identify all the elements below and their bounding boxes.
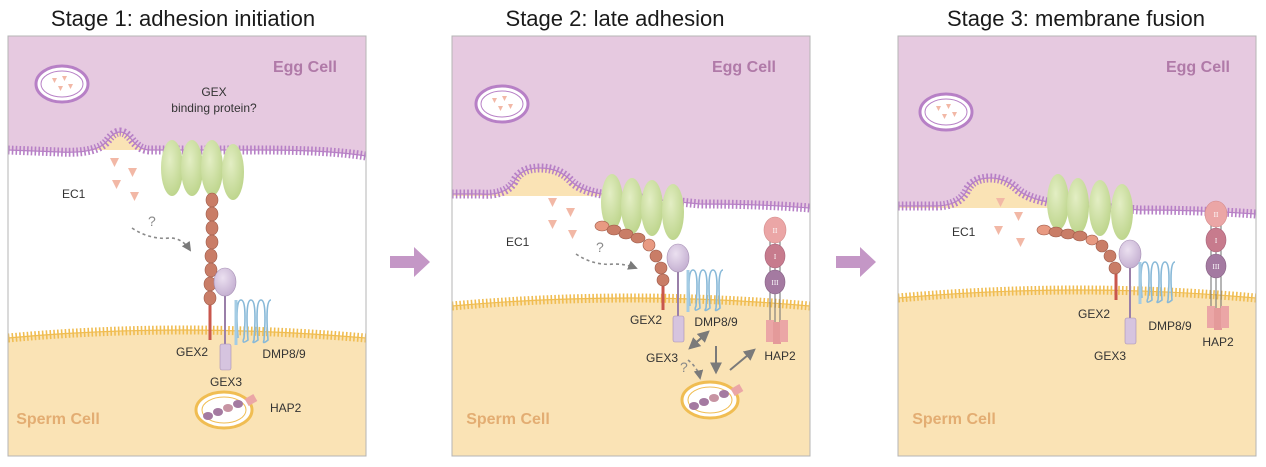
question-mark: ? — [596, 239, 604, 255]
gex-binding-protein — [161, 140, 244, 200]
egg-cell-label: Egg Cell — [1166, 59, 1230, 76]
sperm-cell-label: Sperm Cell — [912, 411, 996, 428]
gex-binding-protein — [1047, 174, 1133, 240]
sperm-membrane-core — [897, 289, 1257, 299]
gex2-protein — [203, 192, 219, 340]
ec1-label: EC1 — [952, 225, 976, 239]
stage-title: Stage 1: adhesion initiation — [51, 6, 315, 31]
hap2-domain-label: II — [1214, 211, 1219, 219]
gex2-label: GEX2 — [176, 345, 208, 359]
egg-cell-region — [898, 36, 1256, 214]
sperm-membrane-core — [451, 297, 811, 307]
sperm-vesicle — [194, 390, 258, 430]
hap2-domain-label: III — [1213, 263, 1221, 271]
stage-3-panel: Stage 3: membrane fusion Egg Cell Sperm … — [897, 6, 1257, 457]
egg-membrane-core — [7, 131, 367, 157]
hap2-in-vesicle — [689, 384, 744, 410]
stage-title: Stage 2: late adhesion — [506, 6, 725, 31]
unknown-signal-arrow — [131, 227, 192, 252]
gex-binding-label-line2: binding protein? — [171, 101, 257, 115]
dmp-label: DMP8/9 — [1148, 319, 1192, 333]
sperm-cell-label: Sperm Cell — [466, 411, 550, 428]
stage-title: Stage 3: membrane fusion — [947, 6, 1205, 31]
gex2-label: GEX2 — [1078, 307, 1110, 321]
gex2-protein — [594, 220, 670, 310]
gex-binding-label-line1: GEX — [201, 85, 226, 99]
unknown-signal-arrow — [575, 253, 638, 270]
gex3-protein — [666, 243, 690, 343]
hap2-label: HAP2 — [764, 349, 796, 363]
egg-vesicle — [474, 84, 530, 124]
extracellular-space — [898, 208, 1256, 298]
ec1-molecules — [994, 198, 1025, 247]
egg-cell-label: Egg Cell — [273, 59, 337, 76]
stage-2-panel: Stage 2: late adhesion Egg Cell Sperm Ce… — [451, 6, 811, 457]
hap2-domain-label: III — [772, 279, 780, 287]
gex3-label: GEX3 — [1094, 349, 1126, 363]
sperm-vesicle — [680, 380, 744, 420]
gex2-protein — [1036, 224, 1122, 300]
hap2-domain-label: II — [773, 227, 778, 235]
egg-membrane-core — [452, 167, 811, 209]
gex3-label: GEX3 — [210, 375, 242, 389]
egg-membrane-core — [898, 177, 1257, 215]
panel-border — [7, 35, 367, 457]
ec1-label: EC1 — [62, 187, 86, 201]
hap2-label: HAP2 — [1202, 335, 1234, 349]
question-mark: ? — [148, 213, 156, 229]
dmp-label: DMP8/9 — [262, 347, 306, 361]
egg-cell-region — [8, 36, 366, 156]
extracellular-space — [452, 196, 810, 306]
hap2-domain-label: I — [774, 253, 777, 261]
hap2-label: HAP2 — [270, 401, 302, 415]
hap2-domain-label: I — [1215, 237, 1218, 245]
gex3-label: GEX3 — [646, 351, 678, 365]
dmp-protein — [686, 269, 724, 312]
ec1-molecules — [548, 198, 577, 239]
stage2-to-stage3-arrow — [836, 247, 876, 277]
gex3-protein — [213, 267, 237, 371]
gex3-to-vesicle-dashed-arrow — [687, 359, 704, 380]
hap2-protein: II I III — [763, 216, 788, 344]
question-mark-2: ? — [680, 359, 688, 375]
egg-vesicle — [34, 64, 90, 104]
ec1-label: EC1 — [506, 235, 530, 249]
dmp-protein — [1138, 261, 1176, 304]
gex-binding-protein — [601, 174, 684, 240]
panel-border — [451, 35, 811, 457]
sperm-membrane-core — [7, 329, 367, 339]
egg-vesicle — [918, 92, 974, 132]
dmp-protein — [234, 299, 272, 345]
panel-border — [897, 35, 1257, 457]
vesicle-to-hap2-arrow — [729, 348, 756, 371]
stage1-to-stage2-arrow — [390, 247, 430, 277]
egg-cell-label: Egg Cell — [712, 59, 776, 76]
dmp-gex3-interaction-arrow — [688, 331, 709, 350]
stage-1-panel: Stage 1: adhesion initiation Egg Cell Sp… — [7, 6, 367, 457]
sperm-cell-label: Sperm Cell — [16, 411, 100, 428]
hap2-in-vesicle — [203, 394, 258, 420]
egg-cell-region — [452, 36, 810, 208]
gex3-protein — [1118, 239, 1142, 345]
dmp-label: DMP8/9 — [694, 315, 738, 329]
gex2-label: GEX2 — [630, 313, 662, 327]
hap2-protein: II I III — [1204, 200, 1229, 330]
ec1-molecules — [110, 158, 139, 201]
